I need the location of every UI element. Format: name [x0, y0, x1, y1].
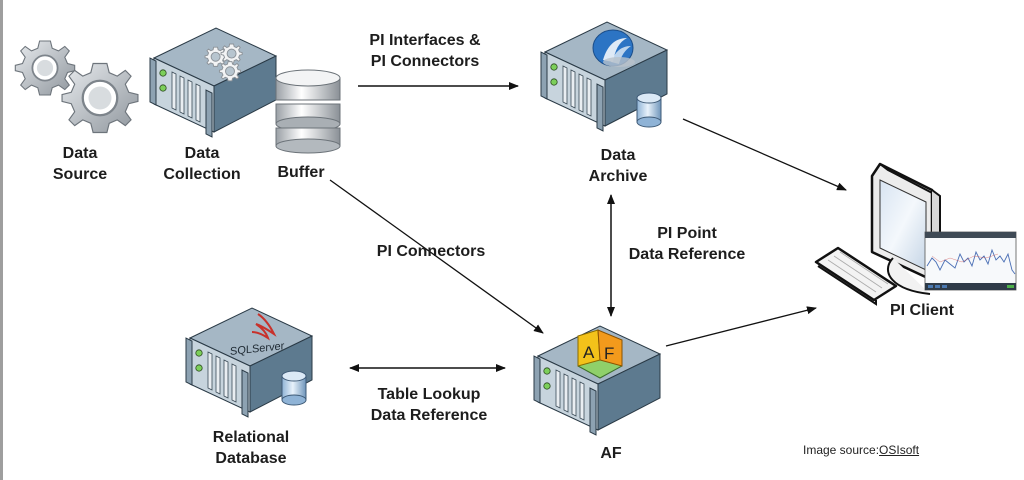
- label-data-source: Data Source: [40, 143, 120, 185]
- edge-label-interfaces: PI Interfaces & PI Connectors: [352, 30, 498, 72]
- af-logo-icon: A F: [577, 329, 623, 379]
- edge-label-table-lookup-line1: Table Lookup: [377, 386, 481, 403]
- edge-label-pi-point: PI Point Data Reference: [614, 223, 760, 265]
- trend-chart-thumbnail: [924, 231, 1017, 291]
- label-pi-client-line1: PI Client: [889, 302, 954, 319]
- edge-archive-to-client-arrow: [682, 118, 847, 191]
- af-logo-f: F: [604, 344, 614, 363]
- label-data-collection-line1: Data: [184, 145, 220, 162]
- edge-label-table-lookup-line2: Data Reference: [370, 407, 488, 424]
- image-source-note: Image source:OSIsoft: [803, 443, 919, 457]
- label-data-archive-line1: Data: [600, 147, 636, 164]
- label-af-line1: AF: [600, 445, 622, 462]
- sql-server-logo-icon: SQLServer: [230, 313, 285, 358]
- af-server-icon: A F: [533, 325, 661, 436]
- label-buffer: Buffer: [266, 162, 336, 183]
- label-pi-client: PI Client: [872, 300, 972, 321]
- gears-icon: [14, 40, 139, 134]
- data-collection-server-icon: [149, 27, 277, 138]
- edge-label-interfaces-line1: PI Interfaces &: [369, 32, 481, 49]
- af-logo-a: A: [583, 343, 595, 362]
- buffer-database-icon: [275, 69, 341, 154]
- label-relational-database-line1: Relational: [212, 429, 290, 446]
- edge-buffer-to-af-arrow: [329, 179, 544, 334]
- pi-client-computer-icon: [814, 162, 1017, 306]
- label-data-source-line2: Source: [52, 166, 108, 183]
- relational-database-server-icon: SQLServer: [185, 307, 313, 418]
- edge-label-pi-point-line2: Data Reference: [628, 246, 746, 263]
- label-data-archive: Data Archive: [578, 145, 658, 187]
- label-data-source-line1: Data: [62, 145, 98, 162]
- page-left-border: [0, 0, 3, 480]
- edge-label-connectors: PI Connectors: [364, 241, 498, 262]
- edge-label-connectors-line1: PI Connectors: [376, 243, 486, 260]
- sql-server-badge-text: SQLServer: [230, 340, 285, 358]
- label-af: AF: [586, 443, 636, 464]
- edge-label-interfaces-line2: PI Connectors: [370, 53, 480, 70]
- data-archive-server-icon: [540, 21, 668, 132]
- label-relational-database-line2: Database: [215, 450, 287, 467]
- image-source-link[interactable]: OSIsoft: [879, 443, 920, 457]
- label-buffer-line1: Buffer: [277, 164, 325, 181]
- edge-label-table-lookup: Table Lookup Data Reference: [356, 384, 502, 426]
- label-data-collection-line2: Collection: [163, 166, 241, 183]
- image-source-prefix: Image source:: [803, 443, 880, 457]
- label-data-archive-line2: Archive: [588, 168, 648, 185]
- label-relational-database: Relational Database: [196, 427, 306, 469]
- label-data-collection: Data Collection: [150, 143, 254, 185]
- edge-af-to-client-arrow: [665, 306, 817, 347]
- edge-label-pi-point-line1: PI Point: [657, 225, 717, 242]
